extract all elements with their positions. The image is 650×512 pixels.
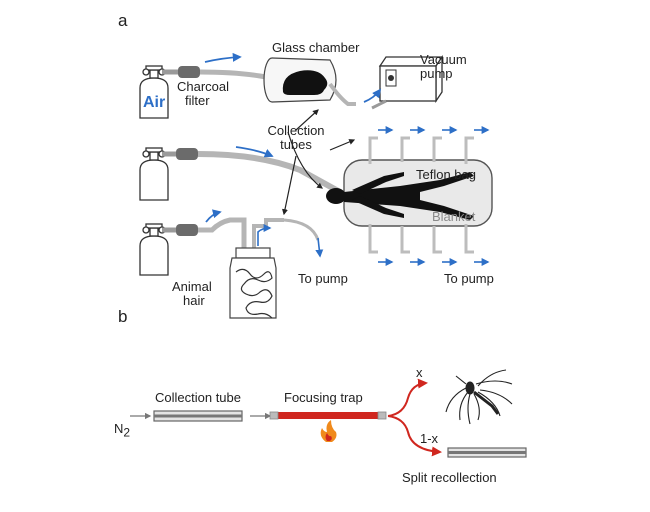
collection-tube-graphic: [153, 410, 243, 422]
charcoal-filter-label-line2: filter: [185, 93, 210, 108]
collection-tubes-label-line2: tubes: [280, 137, 312, 152]
n2-label: N2: [114, 422, 130, 440]
vacuum-pump: [363, 54, 444, 110]
animal-hair-bottle: [229, 247, 277, 319]
top-gas-line: [162, 52, 273, 81]
panel-a-label: a: [118, 11, 128, 30]
blanket-label: Blanket: [432, 209, 476, 224]
split-arrow-up: [387, 378, 428, 417]
air-cylinder-middle: [139, 147, 169, 201]
split-arrow-down: [387, 415, 442, 457]
mosquito-icon: [445, 369, 513, 425]
glass-chamber-label: Glass chamber: [272, 40, 360, 55]
panel-b-label: b: [118, 307, 128, 326]
teflon-bag-label: Teflon bag: [416, 167, 476, 182]
glass-chamber: [263, 57, 356, 106]
human-silhouette: [326, 172, 474, 220]
charcoal-filter: [178, 66, 200, 78]
n2-subscript: 2: [123, 425, 131, 440]
bag-collection-tubes-bottom: [368, 224, 474, 254]
animal-hair-label-line1: Animal: [172, 279, 212, 294]
charcoal-filter-label-line1: Charcoal: [177, 79, 230, 94]
vacuum-pump-label-line1: Vacuum: [420, 52, 467, 67]
n2-symbol: N: [114, 421, 124, 436]
guinea-pig-silhouette: [282, 70, 328, 95]
collection-tube-pointers: [282, 109, 356, 216]
split-x-label: x: [416, 365, 423, 380]
bag-collection-tubes-top: [368, 136, 474, 164]
split-recollection-tube: [447, 447, 527, 458]
middle-gas-line: [162, 146, 342, 195]
flame-icon: [320, 420, 337, 442]
vacuum-pump-label-line2: pump: [420, 66, 453, 81]
to-pump-left-label: To pump: [298, 271, 348, 286]
split-one-minus-x-label: 1-x: [420, 431, 439, 446]
air-cylinder-bottom: [139, 223, 169, 276]
to-pump-right-label: To pump: [444, 271, 494, 286]
split-recollection-label: Split recollection: [402, 470, 497, 485]
animal-hair-label-line2: hair: [183, 293, 205, 308]
bottom-gas-line: [162, 209, 324, 258]
air-label: Air: [143, 94, 166, 111]
hair-scribble: [235, 268, 273, 319]
collection-tubes-label-line1: Collection: [267, 123, 325, 138]
panel-b-flow: [130, 369, 527, 458]
focusing-trap-label: Focusing trap: [284, 390, 363, 405]
collection-tube-label: Collection tube: [155, 390, 241, 405]
teflon-bag: [326, 159, 493, 227]
focusing-trap-graphic: [269, 411, 387, 420]
